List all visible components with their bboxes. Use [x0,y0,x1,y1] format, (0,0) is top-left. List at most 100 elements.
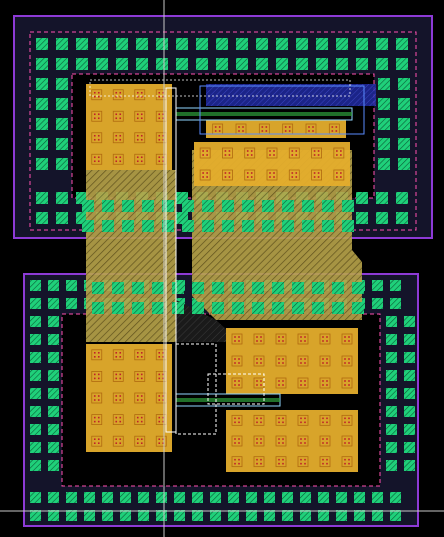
contact-dot [326,362,328,364]
contact-square [48,510,59,521]
contact-square [386,370,397,381]
contact-square [272,302,284,314]
contact-dot [326,462,328,465]
contact-square [396,38,408,50]
contact-dot [304,362,306,364]
diffusion-contact [91,153,103,165]
contact-dot [304,417,306,420]
contact-dot [288,126,291,128]
contact-dot [115,156,118,159]
contact-dot [234,417,236,420]
contact-square [36,98,48,110]
contact-dot [97,352,100,354]
diffusion-contact [231,414,243,426]
contact-dot [162,399,165,401]
contact-dot [119,438,122,440]
contact-dot [340,150,342,152]
contact-dot [344,417,346,420]
contact-dot [162,438,165,440]
contact-square [174,510,185,521]
contact-square [156,492,167,503]
contact-dot [304,462,306,465]
diffusion-contact [222,147,233,159]
contact-square [56,38,68,50]
contact-square [136,58,148,70]
contact-square [82,200,94,212]
contact-dot [162,352,165,354]
contact-dot [136,377,139,380]
contact-dot [115,399,118,401]
contact-square [176,58,188,70]
contact-square [48,280,59,291]
contact-dot [282,417,284,420]
diffusion-contact [266,169,278,181]
contact-dot [158,352,161,354]
contact-square [378,98,390,110]
contact-dot [256,421,258,424]
diffusion-contact [297,355,309,367]
contact-dot [348,417,350,420]
contact-dot [224,150,227,152]
contact-dot [162,138,165,141]
contact-square [318,510,329,521]
diffusion-contact [231,377,243,389]
contact-square [316,38,328,50]
contact-dot [140,416,143,419]
contact-dot [202,176,204,178]
contact-dot [344,442,346,444]
contact-dot [93,356,96,358]
contact-dot [93,420,96,423]
contact-square [246,492,257,503]
contact-dot [158,117,161,120]
contact-dot [238,130,240,132]
contact-square [30,460,41,471]
contact-dot [158,95,161,98]
contact-dot [260,362,262,364]
contact-dot [300,458,302,461]
contact-square [300,510,311,521]
contact-dot [93,113,96,116]
contact-square [102,510,113,521]
contact-dot [304,380,306,382]
contact-square [398,158,410,170]
contact-dot [246,154,249,156]
contact-dot [313,176,316,178]
diffusion-contact [333,147,345,159]
contact-dot [162,373,165,376]
contact-dot [206,172,208,174]
diffusion-contact [231,333,243,345]
contact-dot [300,438,302,440]
contact-dot [158,399,161,401]
diffusion-contact [91,435,103,447]
contact-dot [140,377,143,380]
contact-dot [93,138,96,141]
contact-dot [246,172,249,174]
contact-square [36,38,48,50]
diffusion-contact [112,435,124,447]
contact-square [48,460,59,471]
contact-dot [115,352,118,354]
contact-dot [304,438,306,440]
contact-dot [288,130,291,132]
contact-square [398,118,410,130]
diffusion-contact [112,370,124,382]
contact-dot [158,91,161,94]
contact-dot [273,154,275,156]
contact-dot [322,384,324,386]
contact-square [318,492,329,503]
contact-dot [234,362,236,364]
contact-dot [234,384,236,386]
contact-dot [115,134,118,137]
contact-square [378,158,390,170]
contact-square [66,510,77,521]
contact-dot [291,150,294,152]
diffusion-contact [275,456,287,468]
diffusion-contact [91,370,103,382]
contact-dot [278,358,280,360]
contact-dot [304,458,306,461]
contact-dot [234,358,236,360]
contact-dot [348,384,350,386]
contact-dot [162,156,165,159]
contact-dot [278,380,280,382]
